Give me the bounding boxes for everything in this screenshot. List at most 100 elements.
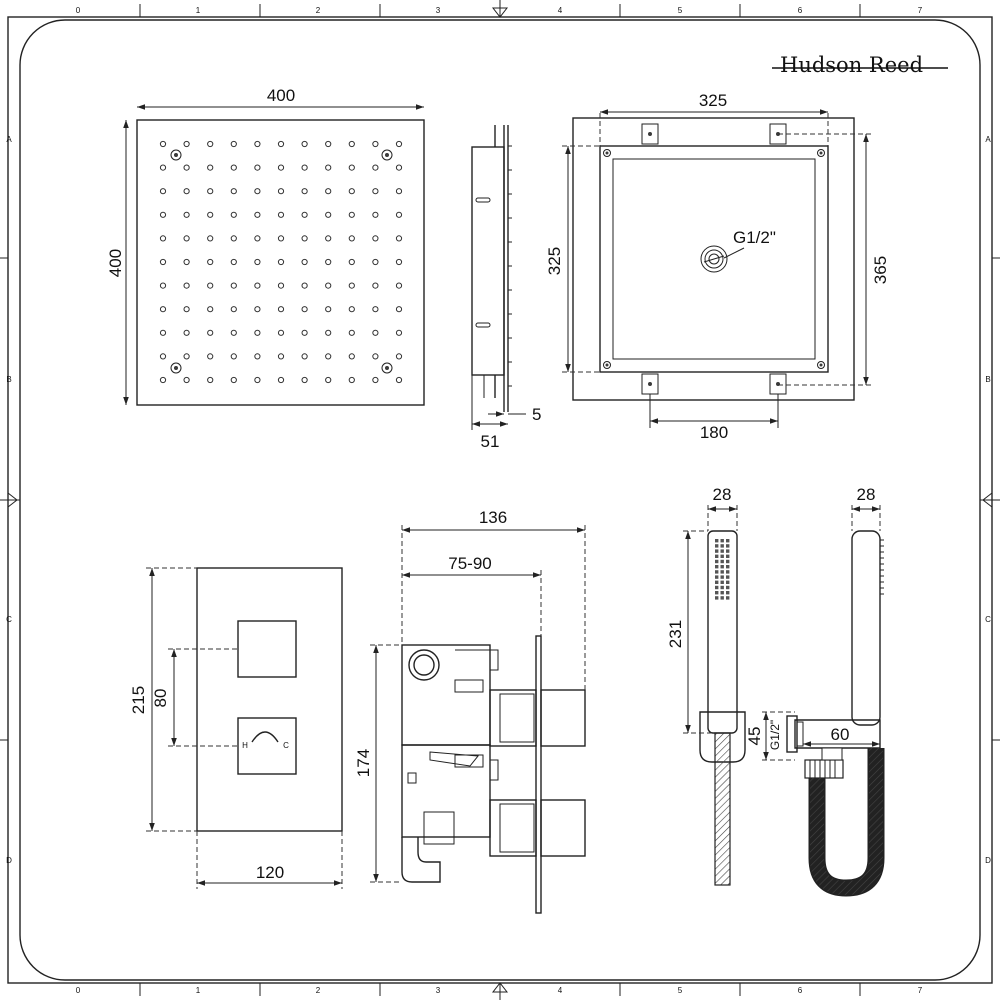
spray-nozzle-icon bbox=[720, 544, 724, 548]
spray-nozzle-icon bbox=[720, 591, 724, 595]
brand-logo: Hudson Reed bbox=[772, 53, 948, 77]
nozzle-icon bbox=[230, 235, 237, 242]
nozzle-icon bbox=[301, 376, 308, 384]
col-label-0: 0 bbox=[76, 6, 81, 15]
hose-nut-knurl bbox=[809, 760, 836, 778]
dimension-outlet-width-28: 28 bbox=[857, 485, 876, 504]
nozzle-icon bbox=[183, 376, 190, 384]
col-label-2: 2 bbox=[316, 6, 321, 15]
nozzle-icon bbox=[159, 329, 167, 336]
spray-nozzle-icon bbox=[715, 544, 719, 548]
nozzle-icon bbox=[207, 235, 214, 242]
nozzle-icon bbox=[207, 329, 214, 336]
nozzle-icon bbox=[301, 140, 308, 148]
nozzle-icon bbox=[277, 258, 285, 266]
col-label-5: 5 bbox=[678, 986, 683, 995]
dimension-head-width-28: 28 bbox=[713, 485, 732, 504]
nozzle-icon bbox=[277, 306, 285, 313]
spray-nozzle-icon bbox=[720, 565, 724, 569]
nozzle-icon bbox=[301, 329, 308, 336]
valve-side-view: 136 75-90 174 bbox=[354, 508, 586, 914]
spray-nozzle-icon bbox=[715, 596, 719, 600]
col-label-0: 0 bbox=[76, 986, 81, 995]
nozzle-icon bbox=[277, 282, 285, 289]
dimension-bracket-height-45: 45 bbox=[745, 727, 764, 746]
nozzle-icon bbox=[325, 211, 332, 218]
valve-front-view: H C 215 80 120 bbox=[129, 567, 343, 889]
side-nozzle-ticks bbox=[508, 145, 512, 387]
dimension-depth-range-75-90: 75-90 bbox=[448, 554, 491, 573]
row-label-a: A bbox=[985, 135, 991, 144]
dimension-mount-spacing-180: 180 bbox=[700, 423, 728, 442]
nozzle-icon bbox=[395, 211, 403, 218]
nozzle-icon bbox=[207, 164, 214, 171]
dimension-plate-5: 5 bbox=[532, 405, 541, 424]
nozzle-icon bbox=[325, 306, 332, 313]
nozzle-icon bbox=[254, 140, 261, 148]
nozzle-icon bbox=[277, 376, 285, 384]
dimension-control-spacing-80: 80 bbox=[151, 689, 170, 708]
nozzle-icon bbox=[183, 188, 190, 195]
dimension-depth-51: 51 bbox=[481, 432, 500, 451]
spray-nozzle-icon bbox=[720, 575, 724, 579]
nozzle-icon bbox=[348, 329, 355, 336]
dimension-handset-length-231: 231 bbox=[666, 620, 685, 648]
nozzle-icon bbox=[230, 188, 237, 195]
nozzle-icon bbox=[277, 188, 285, 195]
nozzle-icon bbox=[254, 164, 261, 171]
column-labels-top: 0 1 2 3 4 5 6 7 bbox=[76, 6, 923, 15]
dimension-back-inner-height-325: 325 bbox=[545, 247, 564, 275]
nozzle-icon bbox=[277, 140, 285, 148]
nozzle-icon bbox=[395, 353, 403, 360]
nozzle-icon bbox=[254, 282, 261, 289]
valve-faceplate bbox=[196, 567, 343, 832]
nozzle-icon bbox=[254, 306, 261, 313]
center-mark-left bbox=[0, 491, 20, 509]
row-label-b: B bbox=[985, 375, 990, 384]
temperature-arc-icon bbox=[251, 731, 279, 743]
spray-nozzle-icon bbox=[715, 539, 719, 543]
nozzle-icon bbox=[395, 306, 403, 313]
nozzle-icon bbox=[159, 235, 167, 242]
nozzle-icon bbox=[395, 164, 403, 171]
corner-screws bbox=[170, 149, 393, 374]
nozzle-icon bbox=[348, 235, 355, 242]
center-mark-top bbox=[491, 0, 509, 18]
nozzle-icon bbox=[372, 188, 379, 195]
nozzle-icon bbox=[348, 306, 355, 313]
nozzle-icon bbox=[159, 282, 167, 289]
dimension-width-400: 400 bbox=[267, 86, 295, 105]
hot-label: H bbox=[242, 741, 248, 750]
column-labels-bottom: 0 1 2 3 4 5 6 7 bbox=[76, 986, 923, 995]
spray-nozzle-icon bbox=[726, 554, 730, 558]
spray-nozzle-icon bbox=[726, 549, 730, 553]
nozzle-icon bbox=[254, 211, 261, 218]
shower-head-side-view: 51 5 bbox=[471, 125, 541, 451]
nozzle-icon bbox=[372, 164, 379, 171]
row-label-d: D bbox=[985, 856, 991, 865]
col-label-2: 2 bbox=[316, 986, 321, 995]
column-ticks bbox=[0, 4, 1000, 996]
nozzle-icon bbox=[159, 306, 167, 313]
upper-handle bbox=[540, 689, 586, 747]
back-mount-inner bbox=[612, 158, 816, 360]
hose-section bbox=[714, 732, 731, 886]
nozzle-icon bbox=[395, 140, 403, 148]
nozzle-icon bbox=[207, 188, 214, 195]
col-label-7: 7 bbox=[918, 6, 923, 15]
hand-shower-side-body bbox=[851, 530, 881, 726]
nozzle-icon bbox=[301, 258, 308, 266]
nozzle-icon bbox=[207, 140, 214, 148]
col-label-6: 6 bbox=[798, 6, 803, 15]
inlet-thread-label: G1/2" bbox=[733, 228, 776, 247]
thermostatic-control bbox=[237, 717, 297, 775]
nozzle-icon bbox=[159, 164, 167, 171]
hose-loop-fill bbox=[810, 748, 883, 896]
col-label-3: 3 bbox=[436, 6, 441, 15]
nozzle-icon bbox=[207, 376, 214, 384]
col-label-3: 3 bbox=[436, 986, 441, 995]
nozzle-icon bbox=[348, 353, 355, 360]
spray-nozzle-icon bbox=[715, 585, 719, 590]
spray-nozzle-icon bbox=[720, 580, 724, 584]
nozzle-icon bbox=[183, 140, 190, 148]
